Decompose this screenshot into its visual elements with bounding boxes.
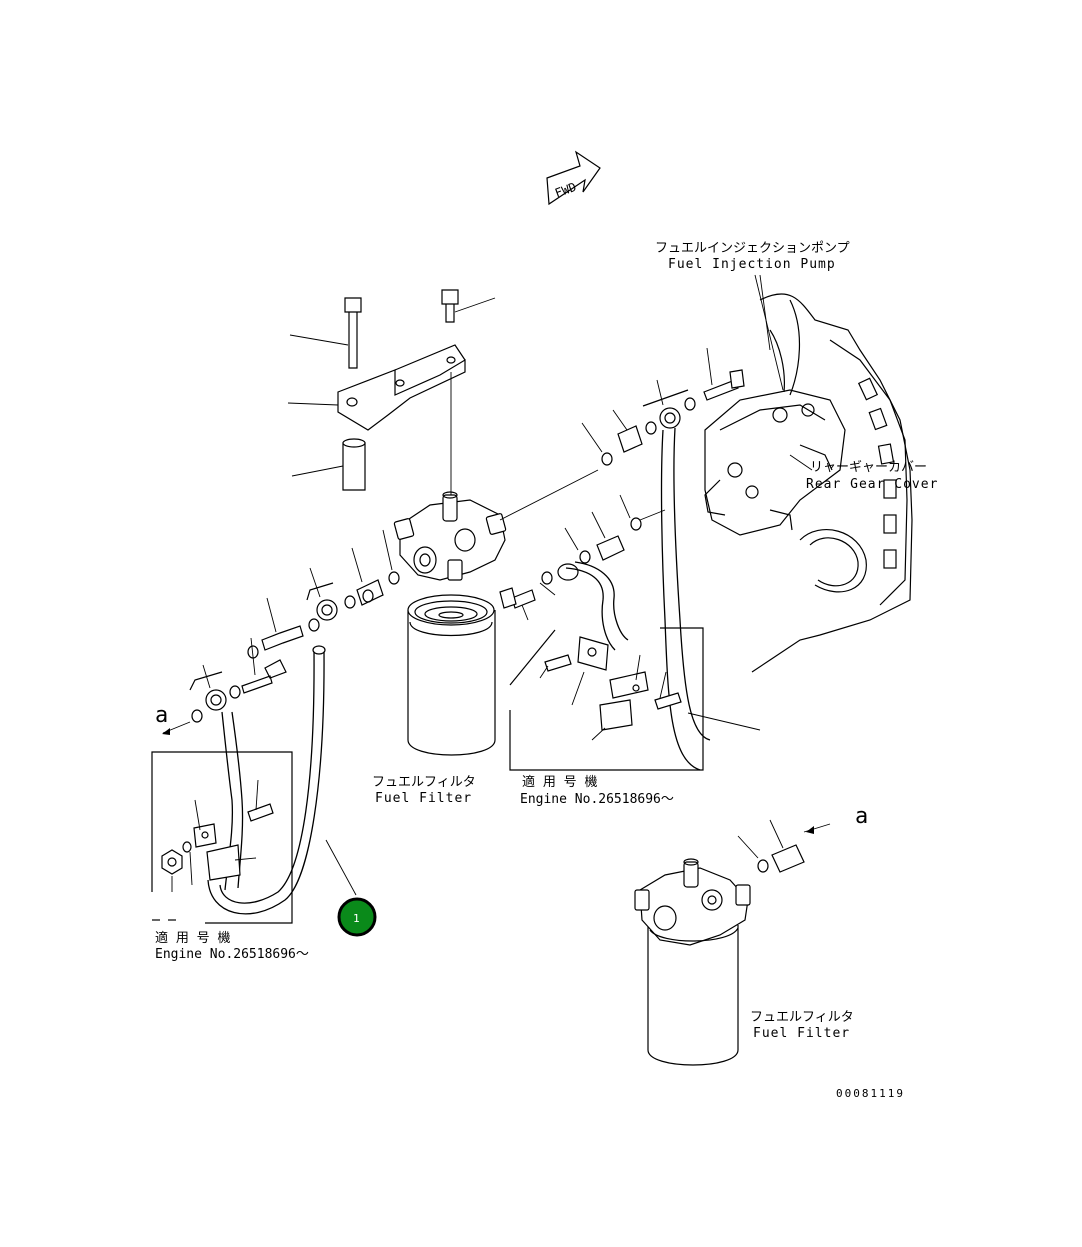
- fuel-filter-label-jp: フュエルフィルタ: [372, 775, 476, 790]
- fuel-injection-pump-label-en: Fuel Injection Pump: [668, 257, 836, 272]
- applicable-label-1: 適 用 号 機: [155, 930, 230, 946]
- applicable-label-2: 適 用 号 機: [522, 774, 597, 790]
- inset-left: [151, 751, 293, 924]
- rear-gear-cover-label-jp: リャーギャーカバー: [810, 460, 927, 475]
- rear-gear-cover-label-en: Rear Gear Cover: [806, 477, 938, 492]
- inset-right: [509, 627, 704, 771]
- callout-circle[interactable]: [337, 897, 377, 937]
- callout-number: 1: [353, 912, 360, 925]
- left-fittings: [189, 529, 400, 723]
- fwd-arrow: FWD: [546, 150, 601, 206]
- bracket-assembly: [287, 289, 496, 500]
- engine-no-label-2: Engine No.26518696～: [520, 792, 674, 807]
- fuel-filter2-label-en: Fuel Filter: [753, 1026, 850, 1041]
- fuel-filter2-label-jp: フュエルフィルタ: [750, 1010, 854, 1025]
- drawing-number: 00081119: [836, 1087, 905, 1100]
- fuel-filter-label-en: Fuel Filter: [375, 791, 472, 806]
- engine-rear-gear-cover: [704, 293, 913, 673]
- fuel-filter-bottom-right: [634, 819, 831, 1066]
- engine-no-label-1: Engine No.26518696～: [155, 947, 309, 962]
- fwd-label: FWD: [553, 180, 578, 201]
- fuel-filter-center: [407, 594, 496, 756]
- callout-1[interactable]: 1: [337, 897, 377, 937]
- ref-a-left: a: [155, 703, 168, 728]
- ref-a-right: a: [855, 804, 868, 829]
- right-fittings: [499, 347, 745, 621]
- filter-head: [393, 469, 599, 581]
- fuel-injection-pump-label-jp: フュエルインジェクションポンプ: [655, 241, 850, 256]
